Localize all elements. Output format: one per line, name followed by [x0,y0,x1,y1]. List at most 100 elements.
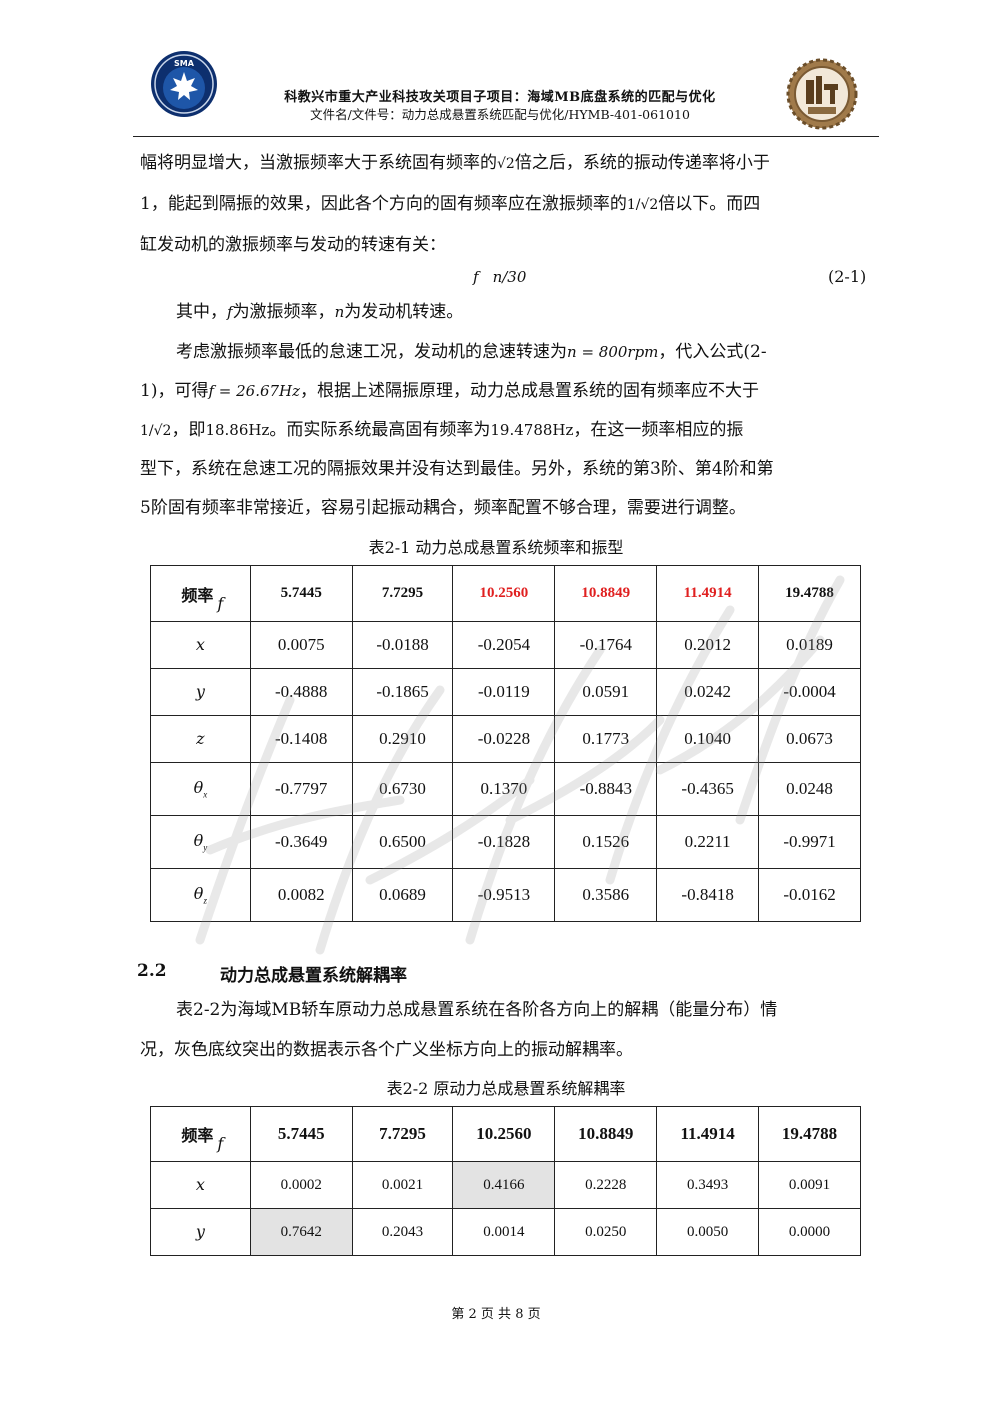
sma-logo: SMA [150,50,218,118]
row-label-cell: y [150,1208,251,1256]
frequency-cell: 7.7295 [351,565,454,622]
text-run: 。而实际系统最高固有频率为 [269,420,491,440]
page-footer: 第 2 页 共 8 页 [451,1307,541,1322]
frequency-cell: 10.8849 [554,565,658,622]
table-cell-shaded: 0.4166 [452,1161,556,1209]
table-cell: -0.9971 [758,815,861,869]
table-cell: 0.0189 [758,621,861,669]
table-cell-shaded: 0.7642 [249,1208,353,1256]
sma-logo-letters: SMA [174,59,195,68]
frequency-cell: 11.4914 [656,565,760,622]
table-cell: 0.0689 [351,868,454,922]
frequency-value-highlighted: 10.2560 [479,585,529,601]
var-n: n [334,303,345,321]
row-symbol-subscript: z [203,895,207,906]
row-symbol-subscript: x [203,789,208,800]
frequency-cell: 10.2560 [452,565,556,622]
text-run: 1)，可得 [140,381,209,401]
table-row: θz 0.0082 0.0689 -0.9513 0.3586 -0.8418 … [150,868,861,922]
text-run: 倍之后，系统的振动传递率将小于 [514,153,770,173]
table-cell: 0.2043 [351,1208,454,1256]
table-cell: 0.0002 [249,1161,353,1209]
text-run: 1，能起到隔振的效果，因此各个方向的固有频率应在激振频率的 [140,194,627,214]
equation-lhs: f [473,268,479,286]
idle-speed-value: = 800rpm [576,343,659,361]
sqrt2-symbol: √2 [497,156,515,172]
table-row: θx -0.7797 0.6730 0.1370 -0.8843 -0.4365… [150,762,861,816]
table-row: θy -0.3649 0.6500 -0.1828 0.1526 0.2211 … [150,815,861,869]
frequency-value: 19.4788 [785,585,834,601]
table-cell: 0.0082 [249,868,353,922]
table-cell: 0.3493 [656,1161,760,1209]
var-n: n [567,343,577,361]
frequency-cell: 5.7445 [249,1106,353,1162]
text-run: ，根据上述隔振原理，动力总成悬置系统的固有频率应不大于 [300,381,760,401]
limit-value: 18.86Hz [205,421,270,439]
table-cell: -0.0004 [758,668,861,716]
row-label-cell: x [150,1161,251,1209]
row-symbol: θ [193,778,204,798]
table-cell: -0.0188 [351,621,454,669]
table-row: y 0.7642 0.2043 0.0014 0.0250 0.0050 0.0… [150,1208,861,1256]
table-cell: 0.0242 [656,668,760,716]
header-file-name: 文件名/文件号：动力总成悬置系统匹配与优化/HYMB-401-061010 [310,107,690,122]
table-cell: 0.2228 [554,1161,658,1209]
table-cell: 0.2012 [656,621,760,669]
text-run: 为激振频率， [232,302,335,322]
table-cell: -0.0162 [758,868,861,922]
frequency-label: 频率 [181,1126,214,1145]
table-cell: 0.0050 [656,1208,760,1256]
table-cell: 0.2211 [656,815,760,869]
text-run: ，代入公式(2- [658,342,767,362]
max-frequency-value: 19.4788Hz [490,421,574,439]
text-run: 倍以下。而四 [658,194,761,214]
table-row: z -0.1408 0.2910 -0.0228 0.1773 0.1040 0… [150,715,861,763]
row-symbol: θ [193,884,204,904]
paragraph-line: 幅将明显增大，当激振频率大于系统固有频率的√2倍之后，系统的振动传递率将小于 [140,153,770,174]
frequency-cell: 7.7295 [351,1106,454,1162]
table-cell: 0.0000 [758,1208,861,1256]
table-cell: -0.0119 [452,668,556,716]
excitation-value: = 26.67Hz [214,382,301,400]
table-row: x 0.0002 0.0021 0.4166 0.2228 0.3493 0.0… [150,1161,861,1209]
fraction-symbol: 1/√2 [626,197,659,213]
text-run: ，即 [171,420,206,440]
table-cell: -0.0228 [452,715,556,763]
text-run: ，在这一频率相应的振 [573,420,744,440]
table-cell: -0.8843 [554,762,658,816]
frequency-cell: 5.7445 [249,565,353,622]
text-run: 考虑激振频率最低的怠速工况，发动机的怠速转速为 [176,342,567,362]
paragraph-line: 表2-2为海域MB轿车原动力总成悬置系统在各阶各方向上的解耦（能量分布）情 [176,1000,778,1020]
row-symbol: y [195,1222,205,1241]
table-cell: -0.3649 [249,815,353,869]
row-label-cell: θz [150,868,251,922]
row-label-cell: θx [150,762,251,816]
table-cell: -0.9513 [452,868,556,922]
table-cell: 0.0014 [452,1208,556,1256]
text-run: 缸发动机的激振频率与发动的转速有关： [140,235,446,255]
header-project-title: 科教兴市重大产业科技攻关项目子项目：海域MB底盘系统的匹配与优化 [284,90,716,105]
text-run: 为发动机转速。 [344,302,464,322]
table-cell: 0.0075 [249,621,353,669]
row-label-cell: y [150,668,251,716]
row-label-cell: θy [150,815,251,869]
frequency-value: 5.7445 [280,585,322,601]
table-cell: 0.0091 [758,1161,861,1209]
table-row: x 0.0075 -0.0188 -0.2054 -0.1764 0.2012 … [150,621,861,669]
table-cell: -0.1828 [452,815,556,869]
text-run: 幅将明显增大，当激振频率大于系统固有频率的 [140,153,497,173]
frequency-symbol: f [217,1134,224,1153]
table-cell: 0.1526 [554,815,658,869]
frequency-value-highlighted: 10.8849 [581,585,631,601]
table-cell: 0.2910 [351,715,454,763]
row-symbol: z [196,729,205,748]
table-cell: 0.1370 [452,762,556,816]
paragraph-line: 5阶固有频率非常接近，容易引起振动耦合，频率配置不够合理，需要进行调整。 [140,498,746,518]
paragraph-line: 1/√2，即18.86Hz。而实际系统最高固有频率为19.4788Hz，在这一频… [140,420,743,441]
table-cell: 0.1773 [554,715,658,763]
frequency-label: 频率 [181,585,214,605]
frequency-cell: 10.2560 [452,1106,556,1162]
